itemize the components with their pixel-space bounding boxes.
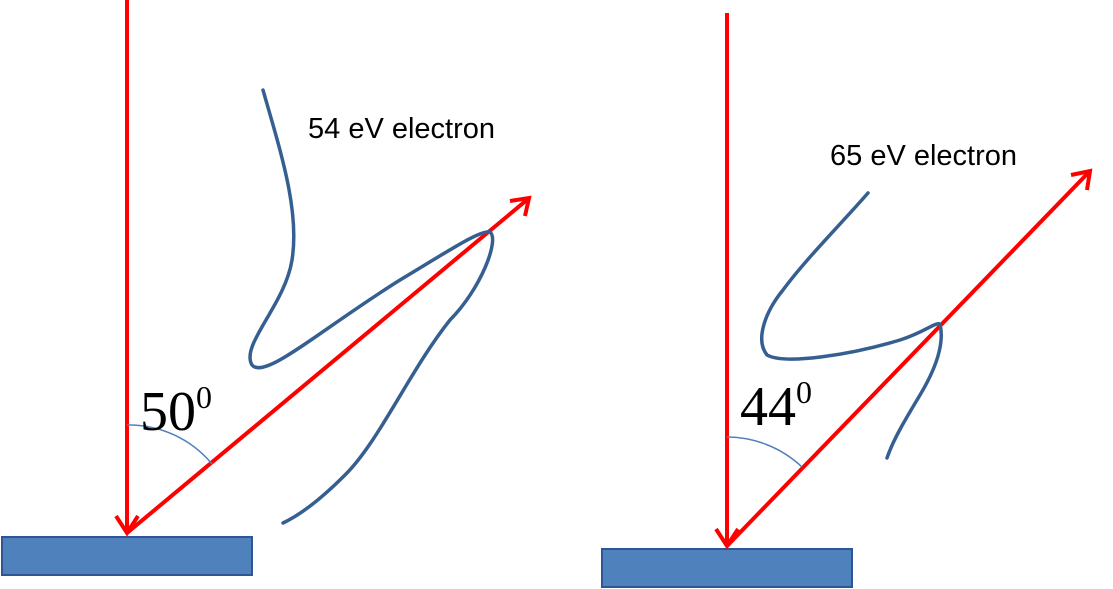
angle-arc-right [726,436,803,468]
incident-beam-left [114,0,140,537]
angle-value-right: 44 [740,376,796,438]
incident-beam-right [714,13,740,550]
panel-right: 440 65 eV electron [601,13,1093,588]
angle-superscript-left: 0 [196,379,212,415]
panel-left: 500 54 eV electron [1,0,532,576]
scattered-beam-right [725,168,1093,548]
crystal-block-left [1,536,253,576]
intensity-curve-left [248,88,495,525]
electron-label-left: 54 eV electron [308,113,495,145]
angle-value-left: 50 [140,381,196,443]
angle-superscript-right: 0 [796,374,812,410]
angle-arc-left [126,424,213,465]
electron-label-right: 65 eV electron [830,140,1017,172]
angle-label-left: 500 [140,379,212,443]
angle-label-right: 440 [740,374,812,438]
crystal-block-right [601,548,853,588]
scattered-beam-left [125,195,532,535]
intensity-curve-right [760,191,943,460]
